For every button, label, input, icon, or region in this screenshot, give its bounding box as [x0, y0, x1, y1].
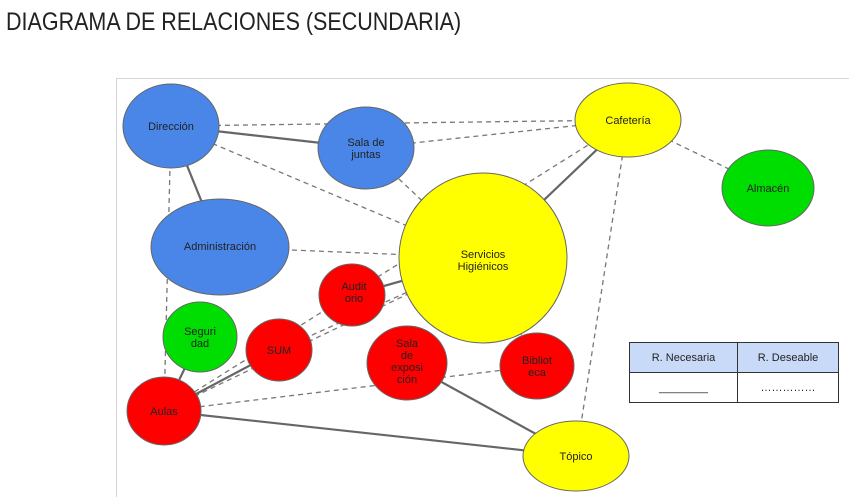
node-label-line: Sala — [396, 338, 419, 350]
node-label-direccion: Dirección — [148, 121, 194, 133]
node-shape-aulas — [126, 376, 202, 446]
node-label-line: Sala de — [347, 137, 384, 149]
legend-header-necesaria: R. Necesaria — [629, 342, 738, 373]
node-label-line: Bibliot — [522, 355, 552, 367]
node-shape-sala-exposicion — [366, 325, 448, 401]
node-label-sum: SUM — [267, 345, 291, 357]
node-direccion: Dirección — [122, 83, 220, 169]
node-label-line: Aulas — [150, 406, 178, 418]
node-label-line: eca — [528, 367, 547, 379]
node-label-line: Cafetería — [605, 115, 651, 127]
node-label-line: orio — [345, 293, 363, 305]
node-label-administracion: Administración — [184, 241, 256, 253]
node-label-line: juntas — [350, 149, 381, 161]
node-almacen: Almacén — [721, 149, 815, 227]
node-shape-biblioteca — [499, 332, 575, 400]
node-label-line: Dirección — [148, 121, 194, 133]
node-label-almacen: Almacén — [747, 183, 790, 195]
node-sum: SUM — [245, 318, 313, 382]
node-label-topico: Tópico — [559, 451, 592, 463]
legend-sample-deseable: …………… — [737, 372, 839, 403]
node-aulas: Aulas — [126, 376, 202, 446]
node-label-line: Audit — [341, 281, 366, 293]
node-cafeteria: Cafetería — [574, 82, 682, 158]
node-shape-administracion — [150, 198, 290, 296]
node-label-line: Tópico — [559, 451, 592, 463]
node-shape-auditorio — [318, 263, 386, 327]
legend-table: R. Necesaria R. Deseable ________ …………… — [629, 342, 839, 403]
node-label-line: exposi — [391, 362, 423, 374]
diagram-canvas — [116, 78, 849, 497]
node-shape-sala-juntas — [317, 106, 415, 190]
legend-header-deseable: R. Deseable — [737, 342, 839, 373]
node-label-aulas: Aulas — [150, 406, 178, 418]
node-shape-direccion — [122, 83, 220, 169]
node-shape-almacen — [721, 149, 815, 227]
edge-aulas-topico — [163, 409, 577, 458]
node-label-line: Servicios — [461, 249, 506, 261]
node-topico: Tópico — [522, 420, 630, 492]
edge-direccion-aulas — [163, 125, 172, 412]
node-shape-topico — [522, 420, 630, 492]
node-label-line: dad — [191, 338, 209, 350]
node-label-line: Almacén — [747, 183, 790, 195]
node-shape-cafeteria — [574, 82, 682, 158]
legend-sample-necesaria: ________ — [629, 372, 738, 403]
node-label-line: Seguri — [184, 326, 216, 338]
node-administracion: Administración — [150, 198, 290, 296]
node-shape-servicios-higienicos — [398, 172, 568, 344]
node-label-line: Administración — [184, 241, 256, 253]
edge-cafeteria-topico — [575, 119, 629, 457]
edge-aulas-cafeteria — [163, 119, 629, 412]
node-label-line: de — [401, 350, 413, 362]
node-label-line: Higiénicos — [458, 261, 509, 273]
node-shape-seguridad — [162, 301, 238, 373]
node-label-cafeteria: Cafetería — [605, 115, 651, 127]
node-shape-sum — [245, 318, 313, 382]
node-label-line: ción — [397, 374, 417, 386]
page-title: DIAGRAMA DE RELACIONES (SECUNDARIA) — [6, 8, 462, 36]
node-label-line: SUM — [267, 345, 291, 357]
